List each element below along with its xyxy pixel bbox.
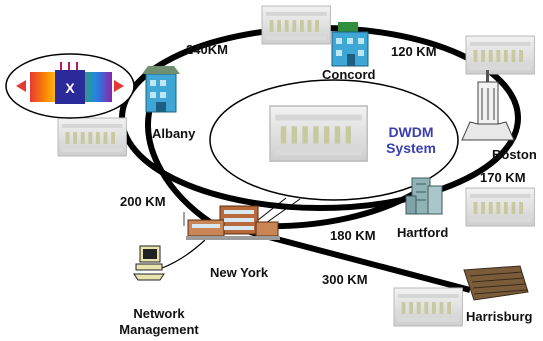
network-management-label: Network Management [104,306,214,338]
link-label-concord-boston: 120 KM [391,44,437,59]
city-label-albany: Albany [152,126,196,141]
network-management-line2: Management [119,322,199,337]
albany-building-icon [142,66,180,113]
city-label-hartford: Hartford [397,225,449,240]
link-nm-newyork [161,239,206,269]
dwdm-label-line2: System [386,140,436,156]
computer-icon [133,245,165,281]
rack-icon-left [57,117,127,157]
link-albany-newyork [145,107,212,225]
dwdm-rack-icon [269,105,368,162]
rack-icon-bottom [393,287,463,327]
concord-building-icon [331,22,369,67]
rack-icon-right [465,187,535,227]
dwdm-system-label: DWDM System [380,124,442,156]
boston-building-icon [461,70,515,141]
network-management-line1: Network [133,306,185,321]
link-label-albany-concord: 240KM [186,42,228,57]
link-newyork-harrisburg [249,229,471,293]
svg-text:X: X [65,80,75,96]
link-label-newyork-harrisburg: 300 KM [322,272,368,287]
rack-icon-top-right [465,35,535,75]
link-label-boston-hartford: 170 KM [480,170,526,185]
optical-switch-icon: X [5,53,135,119]
link-label-albany-newyork: 200 KM [120,194,166,209]
link-hartford-newyork [259,187,422,230]
city-label-harrisburg: Harrisburg [466,309,533,324]
link-label-hartford-newyork: 180 KM [330,228,376,243]
new-york-building-icon [183,205,280,240]
city-label-boston: Boston [492,147,537,162]
rack-icon-top-center [261,5,331,45]
harrisburg-building-icon [463,265,529,301]
hartford-building-icon [405,177,443,215]
city-label-concord: Concord [322,67,376,82]
city-label-new-york: New York [210,265,269,280]
dwdm-label-line1: DWDM [388,124,434,140]
